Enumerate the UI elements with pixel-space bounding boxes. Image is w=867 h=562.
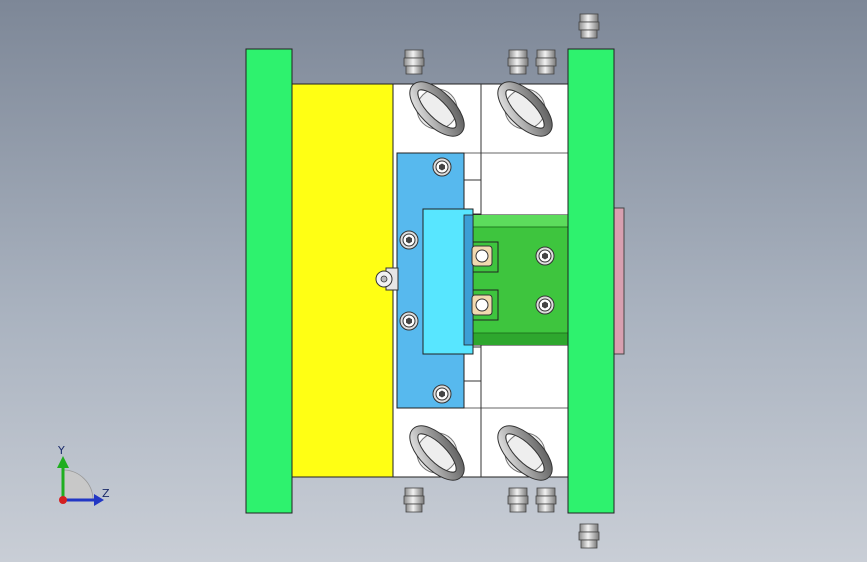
cooling-fitting-icon — [507, 487, 529, 513]
screw-icon — [535, 246, 555, 266]
left-clamp-plate[interactable] — [245, 48, 293, 514]
right-clamp-plate[interactable] — [567, 48, 615, 514]
cooling-fitting-icon — [578, 13, 600, 39]
cooling-fitting-icon — [403, 49, 425, 75]
triad-z-label: Z — [102, 487, 110, 500]
screw-icon — [399, 230, 419, 250]
pin-icon — [471, 245, 493, 267]
screw-icon — [399, 311, 419, 331]
triad-axis-icon: Y Z — [57, 444, 110, 506]
sprue-bushing[interactable] — [375, 267, 399, 291]
pin-icon — [471, 294, 493, 316]
cooling-fitting-icon — [507, 49, 529, 75]
cooling-fitting-icon — [403, 487, 425, 513]
screw-icon — [535, 295, 555, 315]
screw-icon — [432, 384, 452, 404]
cooling-fitting-icon — [578, 523, 600, 549]
screw-icon — [432, 157, 452, 177]
core-block[interactable] — [469, 214, 569, 346]
triad-y-label: Y — [57, 444, 65, 457]
cooling-fitting-icon — [535, 487, 557, 513]
cooling-fitting-icon — [535, 49, 557, 75]
